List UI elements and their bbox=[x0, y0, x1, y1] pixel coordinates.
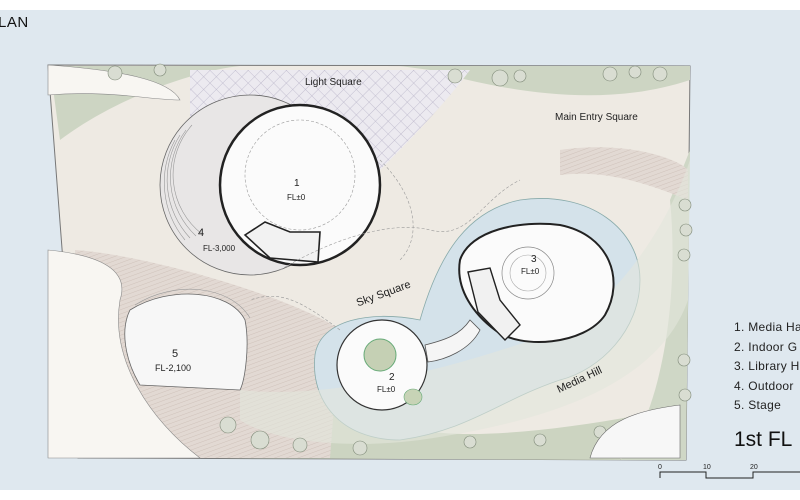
scale-bar bbox=[659, 471, 800, 479]
indoor-garden-pond bbox=[403, 388, 423, 406]
scale-tick: 0 bbox=[658, 464, 662, 471]
curved-path-top bbox=[47, 64, 181, 101]
floor-label: 1st FL bbox=[734, 428, 793, 451]
top-margin bbox=[0, 0, 800, 10]
green-strip-top-right bbox=[400, 66, 690, 96]
media-hall-inner-ring bbox=[244, 119, 356, 231]
dashed-paths bbox=[249, 159, 521, 331]
room-2-number: 2 bbox=[389, 372, 395, 383]
label-light-square: Light Square bbox=[305, 77, 362, 88]
legend-item: 2. Indoor G bbox=[734, 339, 798, 354]
room-3-level: FL±0 bbox=[521, 267, 540, 276]
library-hall-core bbox=[467, 267, 521, 341]
indoor-garden-planting bbox=[363, 338, 397, 372]
plan-title: LAN bbox=[0, 14, 29, 31]
room-4-number: 4 bbox=[198, 227, 204, 239]
scale-tick: 20 bbox=[750, 464, 758, 471]
legend-item: 4. Outdoor bbox=[734, 378, 794, 393]
room-2-level: FL±0 bbox=[377, 385, 396, 394]
media-hall-core bbox=[243, 221, 321, 263]
bottom-margin bbox=[0, 490, 800, 500]
room-5-level: FL-2,100 bbox=[155, 363, 191, 373]
deck-right bbox=[560, 147, 688, 200]
room-3-number: 3 bbox=[531, 254, 537, 265]
scale-tick: 10 bbox=[703, 464, 711, 471]
corner-stairs bbox=[589, 404, 681, 459]
room-4-level: FL-3,000 bbox=[203, 244, 236, 253]
label-main-entry-square: Main Entry Square bbox=[555, 112, 638, 123]
stage bbox=[124, 293, 248, 391]
amphitheatre-steps bbox=[164, 124, 203, 241]
media-hill-ground bbox=[240, 160, 690, 444]
legend: 1. Media Ha 2. Indoor G 3. Library H 4. … bbox=[734, 318, 800, 416]
legend-item: 3. Library H bbox=[734, 359, 800, 373]
legend-item: 5. Stage bbox=[734, 398, 782, 412]
room-5-number: 5 bbox=[172, 348, 178, 360]
library-hall-ring bbox=[501, 246, 555, 300]
connecting-bridge bbox=[424, 319, 481, 363]
curved-path-left bbox=[47, 249, 201, 459]
room-1-number: 1 bbox=[294, 178, 300, 189]
legend-item: 1. Media Ha bbox=[734, 320, 800, 334]
room-1-level: FL±0 bbox=[287, 193, 306, 202]
